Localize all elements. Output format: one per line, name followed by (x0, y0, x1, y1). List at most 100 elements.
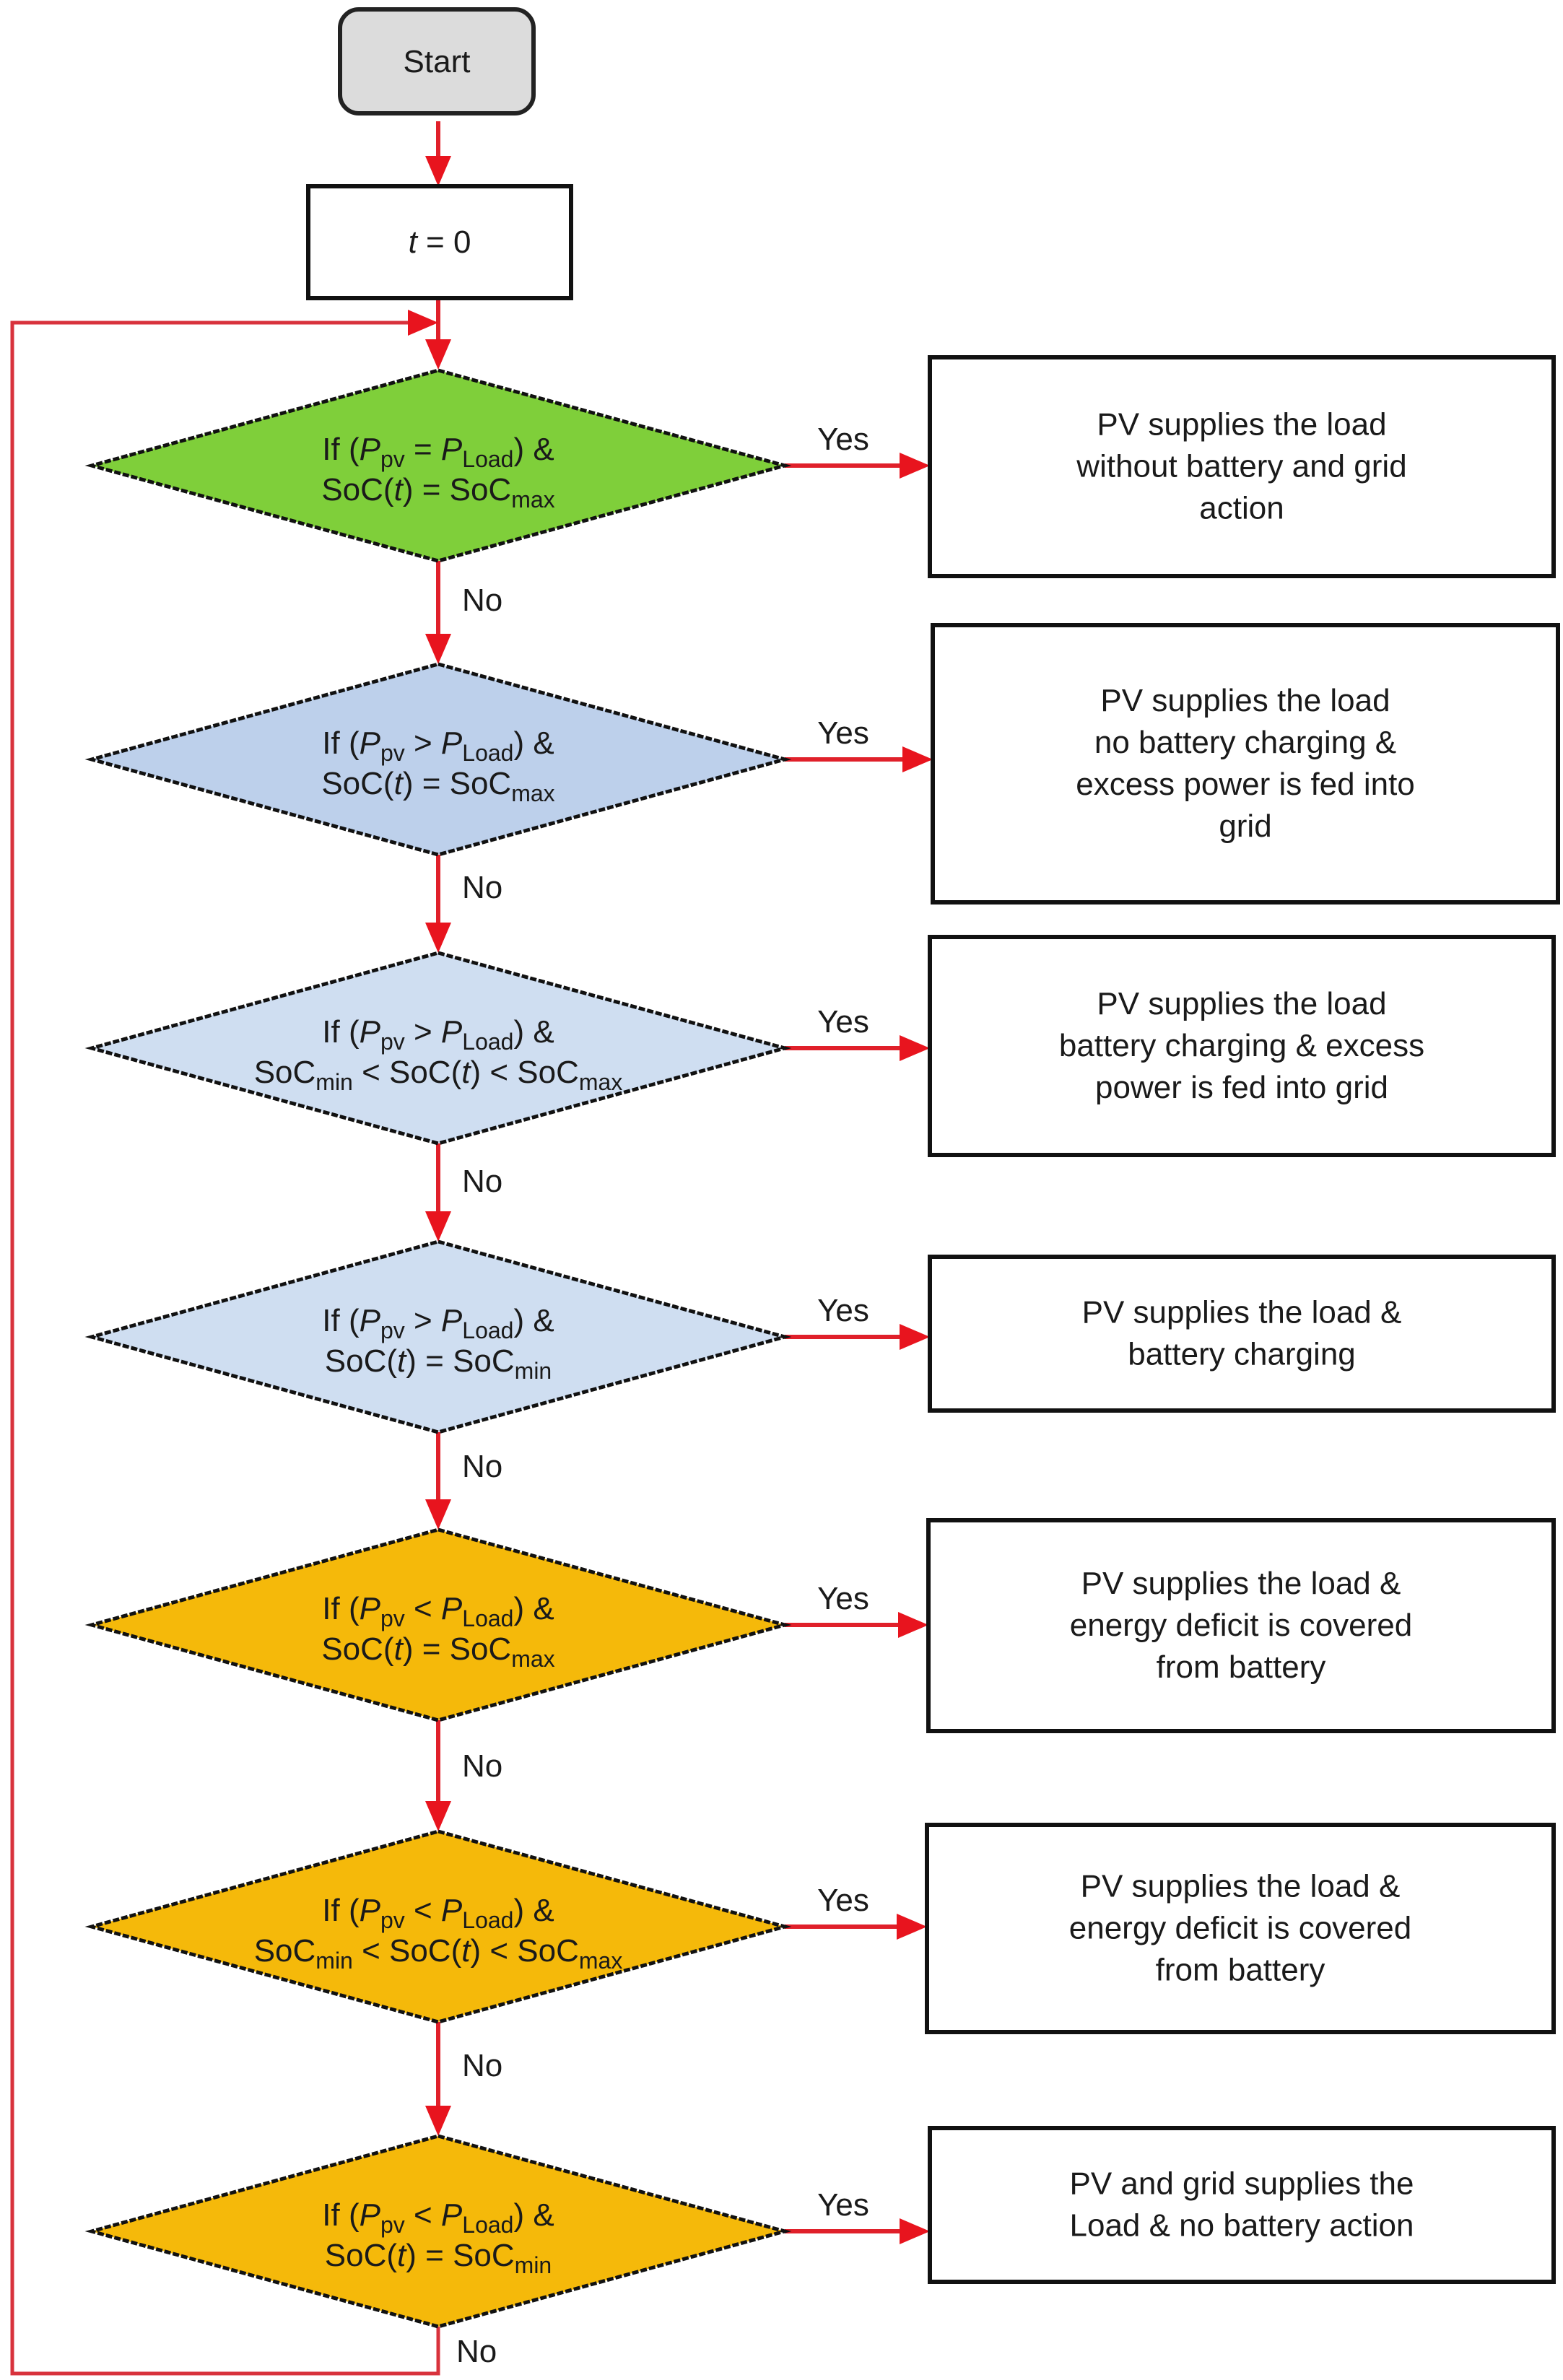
init-variable: t (409, 225, 419, 260)
yes-label: Yes (817, 1004, 869, 1039)
condition-text-segment: P (360, 2197, 381, 2233)
condition-text-segment: t (461, 1933, 471, 1969)
arrowhead-right-icon (898, 1612, 928, 1638)
condition-text-segment: ) = SoC (403, 766, 511, 801)
init-assignment: = 0 (417, 225, 471, 260)
outcome-box (928, 355, 1556, 578)
outcome-text: PV supplies the load & energy deficit is … (1070, 1566, 1412, 1685)
condition-text-segment: If ( (322, 2197, 360, 2233)
decision-diamond (84, 662, 792, 857)
condition-subscript: pv (380, 1907, 405, 1933)
decision-row-d3: If (Ppv > PLoad) &SoCmin < SoC(t) < SoCm… (84, 935, 1556, 1199)
condition-subscript: max (511, 1646, 554, 1672)
outcome-line: battery charging & excess (1059, 1028, 1424, 1063)
arrowhead-down-icon (425, 634, 451, 664)
condition-text-segment: P (360, 1303, 381, 1338)
condition-line1: If (Ppv < PLoad) & (322, 1893, 554, 1933)
condition-subscript: Load (462, 2212, 513, 2238)
condition-text-segment: t (394, 1631, 404, 1667)
condition-line2: SoC(t) = SoCmin (325, 1343, 552, 1384)
outcome-line: PV supplies the load (1097, 986, 1386, 1021)
yes-label: Yes (817, 422, 869, 457)
outcome-line: PV supplies the load & (1081, 1869, 1401, 1904)
arrowhead-down-icon (425, 1499, 451, 1530)
loop-back-connector (10, 321, 440, 2376)
arrowhead-right-icon (900, 2218, 930, 2244)
init-node: t = 0 (306, 184, 573, 300)
condition-subscript: Load (462, 1605, 513, 1631)
condition-text-segment: > (405, 1303, 441, 1338)
condition-text-segment: SoC( (321, 472, 394, 507)
condition-subscript: max (511, 780, 554, 806)
no-label: No (462, 1449, 502, 1484)
condition-subscript: max (511, 487, 554, 513)
condition-text-segment: t (461, 1055, 471, 1090)
no-label: No (462, 1748, 502, 1784)
outcome-line: PV supplies the load (1097, 407, 1386, 443)
no-label: No (462, 2048, 502, 2083)
condition-text-segment: ) & (513, 432, 554, 467)
condition-subscript: Load (462, 1907, 513, 1933)
condition-text-segment: ) & (513, 1014, 554, 1050)
condition-text-segment: ) & (513, 2197, 554, 2233)
condition-text-segment: ) & (513, 1303, 554, 1338)
condition-text-segment: If ( (322, 1591, 360, 1626)
arrowhead-down-icon (425, 156, 451, 186)
condition-text-segment: ) & (513, 1591, 554, 1626)
condition-line2: SoCmin < SoC(t) < SoCmax (254, 1055, 623, 1095)
outcome-line: from battery (1157, 1649, 1326, 1685)
outcome-line: PV and grid supplies the (1070, 2166, 1414, 2202)
condition-text-segment: P (360, 725, 381, 761)
condition-text-segment: < SoC( (353, 1933, 462, 1969)
condition-text-segment: ) < SoC (470, 1933, 578, 1969)
condition-text-segment: ) = SoC (403, 472, 511, 507)
outcome-line: grid (1219, 808, 1271, 844)
arrowhead-right-icon (900, 1324, 930, 1350)
condition-line2: SoC(t) = SoCmax (321, 1631, 554, 1672)
condition-text-segment: If ( (322, 1303, 360, 1338)
condition-text-segment: > (405, 725, 441, 761)
condition-text-segment: SoC( (321, 1631, 394, 1667)
decision-diamond (84, 951, 792, 1146)
yes-label: Yes (817, 2187, 869, 2223)
condition-text-segment: If ( (322, 1893, 360, 1928)
connectors (10, 121, 933, 2376)
condition-text-segment: < (405, 1591, 441, 1626)
condition-text-segment: P (360, 1591, 381, 1626)
condition-subscript: min (515, 2252, 552, 2278)
outcome-text: PV supplies the load &battery charging (1082, 1295, 1402, 1372)
condition-line2: SoC(t) = SoCmax (321, 472, 554, 513)
condition-subscript: Load (462, 1029, 513, 1055)
decision-diamond (84, 2134, 792, 2329)
outcome-line: battery charging (1128, 1337, 1356, 1372)
no-label: No (462, 583, 502, 618)
outcome-line: power is fed into grid (1095, 1070, 1388, 1105)
condition-text-segment: SoC( (325, 2238, 398, 2273)
init-process-box (306, 184, 573, 300)
condition-text-segment: SoC (254, 1933, 316, 1969)
outcome-line: PV supplies the load (1100, 683, 1390, 718)
outcome-line: energy deficit is covered (1070, 1608, 1412, 1643)
outcome-line: PV supplies the load & (1081, 1566, 1401, 1601)
condition-subscript: Load (462, 740, 513, 766)
outcome-text: PV supplies the load &energy deficit is … (1069, 1869, 1411, 1988)
condition-text-segment: ) = SoC (406, 1343, 514, 1379)
outcome-box (926, 1518, 1556, 1733)
condition-text-segment: P (441, 1303, 463, 1338)
condition-line1: If (Ppv > PLoad) & (322, 725, 554, 766)
condition-text-segment: ) < SoC (470, 1055, 578, 1090)
condition-text-segment: P (360, 1893, 381, 1928)
decision-diamond (84, 1527, 792, 1722)
condition-subscript: pv (380, 1605, 405, 1631)
condition-text-segment: < (405, 1893, 441, 1928)
condition-text-segment: P (360, 1014, 381, 1050)
arrowhead-right-icon (897, 1914, 927, 1940)
arrowhead-right-icon (902, 746, 933, 772)
outcome-box (928, 2126, 1556, 2284)
